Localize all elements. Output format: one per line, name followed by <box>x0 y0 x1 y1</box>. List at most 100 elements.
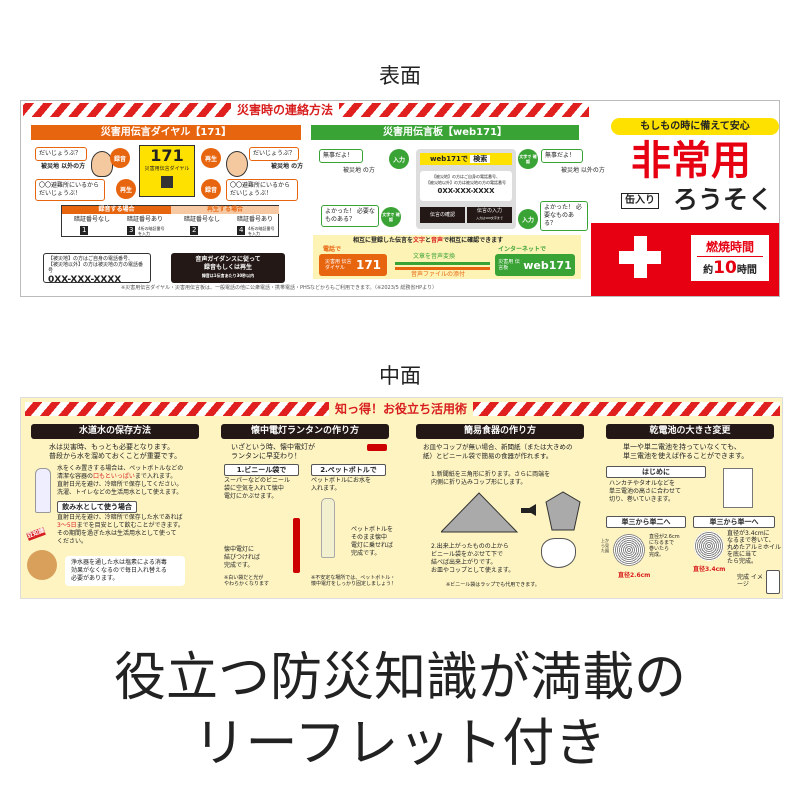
arrow-left <box>395 262 490 265</box>
step2-note: ※不安定な場所では、ペットボトル・懐中電灯をしっかり固定しましょう！ <box>311 575 396 587</box>
flashlight-icon <box>293 518 300 573</box>
inner-title: 知っ得！お役立ち活用術 <box>329 402 474 416</box>
step1-note: ※白い袋だと光がやわらかくなります <box>224 575 269 587</box>
dish-intro: お皿やコップが無い場合、新聞紙（または大きめの紙）とビニール袋で簡易の食器が作れ… <box>423 443 573 461</box>
battery-icon <box>766 570 780 594</box>
inner-panel: 知っ得！お役立ち活用術 水道水の保存方法 水は災害時、もっとも必要となります。普… <box>20 397 783 599</box>
text: やわらかくなります <box>224 581 270 587</box>
bubble: だいじょうぶ？ <box>249 147 299 161</box>
text: 単三電池の高さに合わせて <box>609 488 682 495</box>
text: 録音もしくは再生 <box>203 264 252 271</box>
dish-step1: 1.新聞紙を三角形に折ります。さらに両端を内側に折り込みコップ形にします。 <box>431 471 550 487</box>
dial-header: 災害用伝言ダイヤル【171】 <box>31 125 301 140</box>
pin-note: 4桁の暗証番号 を入力 <box>248 226 275 236</box>
text: 2.出来上がったものの上から <box>431 543 509 550</box>
text: 音声 <box>431 237 444 244</box>
dial-number: 171 <box>150 146 184 165</box>
text: 【被災地】の方はご自身の電話番号、 <box>48 256 134 262</box>
burn-label: 燃焼時間 <box>697 238 763 257</box>
record-badge: 録音 <box>110 148 130 168</box>
diameter-d: 直径3.4cm <box>693 566 726 573</box>
candle-label: ろうそく <box>673 185 774 214</box>
text: 袋に空気を入れて懐中 <box>224 485 284 492</box>
search-text: web171で <box>430 155 468 163</box>
pin-none: 暗証番号なし <box>184 216 221 223</box>
coil-d-icon <box>694 531 724 561</box>
text: 文字 <box>413 237 426 244</box>
step2-done: ペットボトルをそのまま懐中電灯に乗せれば完成です。 <box>351 526 393 558</box>
phone-number: 0XX-XXX-XXXX <box>48 275 122 285</box>
person-label: 被災地 以外の方 <box>561 167 605 174</box>
front-label: 表面 <box>379 64 421 88</box>
person-label: 被災地 以外の方 <box>41 163 86 170</box>
guidance-box: 音声ガイダンスに従って 録音もしくは再生 録音は1伝言あたり30秒以内 <box>171 253 285 283</box>
text: 必要があります。 <box>71 575 119 582</box>
front-panel: 災害時の連絡方法 災害用伝言ダイヤル【171】 だいじょうぶ？ 被災地 以外の方… <box>20 100 780 297</box>
text: 完成。 <box>649 552 665 558</box>
arrow-label: 文章を音声変換 <box>413 253 456 260</box>
text: いざという時、懐中電灯が <box>231 443 315 451</box>
pin-yes: 暗証番号あり <box>127 216 164 223</box>
text: 入力は100文字まで <box>476 216 503 220</box>
water-intro: 水は災害時、もっとも必要となります。普段から水を溜めておくことが重要です。 <box>49 443 181 461</box>
case-4: 4 <box>237 226 246 235</box>
lantern-intro: いざという時、懐中電灯がランタンに早変わり！ <box>231 443 315 461</box>
text: お皿やコップが無い場合、新聞紙（または大きめの <box>423 443 573 451</box>
text: 洗濯、トイレなどの生活用水として使えます。 <box>57 489 183 496</box>
text-confirm-badge: 文字で 確認 <box>381 207 401 227</box>
product-name: 非常用 <box>631 138 751 184</box>
first-subheader: はじめに <box>606 466 706 478</box>
can-label: 缶入り <box>621 193 659 209</box>
play-badge: 再生 <box>116 179 136 199</box>
bubble: 〇〇避難所にいるから だいじょうぶ！ <box>35 179 105 201</box>
text: 単一や単二電池を持っていなくても、 <box>623 443 741 451</box>
text: 水をくみ置きする場合は、ペットボトルなどの <box>57 465 184 472</box>
caption-line2: リーフレット付き <box>193 714 607 774</box>
caption: 役立つ防災知識が満載の リーフレット付き <box>0 645 800 777</box>
front-title: 災害時の連絡方法 <box>231 103 340 117</box>
text: 直射日光を避け、冷暗所で保存した水であれば <box>57 514 183 521</box>
text: 懐中電灯をしっかり固定しましょう！ <box>311 581 397 587</box>
text: web171 <box>523 258 572 272</box>
case-3: 3 <box>127 226 136 235</box>
person-label: 被災地 の方 <box>343 167 375 174</box>
bubble: 〇〇避難所にいるから だいじょうぶ！ <box>226 179 298 201</box>
text: 【被災地以外】の方は被災地の方の電話番号 <box>426 180 506 185</box>
dial-table: 録音する場合 再生する場合 暗証番号なし 暗証番号あり 暗証番号なし 暗証番号あ… <box>61 205 279 237</box>
drinking-subheader: 飲み水として使う場合 <box>57 501 137 513</box>
first-text: ハンカチやタオルなどを単三電池の高さに合わせて切り、巻いていきます。 <box>609 480 681 504</box>
text: 【被災地】の方はご自身の電話番号、 <box>432 174 500 179</box>
text: 普段から水を溜めておくことが重要です。 <box>49 452 182 460</box>
person-label: 被災地 の方 <box>271 163 304 170</box>
step1-done: 懐中電灯に結びつければ完成です。 <box>224 546 260 570</box>
text: 紙）とビニール袋で簡易の食器が作れます。 <box>423 452 553 460</box>
bottle-icon <box>35 468 51 513</box>
text: 3〜5日 <box>57 522 77 529</box>
fold-diagram <box>441 491 581 533</box>
pet-bottle-icon <box>321 498 335 558</box>
to-d-size-subheader: 単三から単一へ <box>693 516 775 528</box>
step2-text: ペットボトルにお水を入れます。 <box>311 477 371 493</box>
text: 切り、巻いていきます。 <box>609 496 674 503</box>
bubble: よかった！ 必要なものある？ <box>540 201 588 231</box>
inner-label: 中面 <box>379 364 421 388</box>
web-screen: web171で 検索 【被災地】の方はご自身の電話番号、 【被災地以外】の方は被… <box>416 149 516 229</box>
text: 録音は1伝言あたり30秒以内 <box>201 273 255 278</box>
text: ペットボトルにお水を <box>311 477 372 484</box>
cup-icon <box>541 538 576 568</box>
bubble: 無事だよ！ <box>541 149 583 163</box>
input-message-button: 伝言の入力入力は100文字まで <box>467 207 512 223</box>
text: 伝言の入力 <box>476 208 502 214</box>
battery-header: 乾電池の大きさ変更 <box>606 424 774 439</box>
text: 水は災害時、もっとも必要となります。 <box>49 443 175 451</box>
text: までを目安として飲むことができます。 <box>76 522 184 529</box>
text: ※白い袋だと光が <box>224 575 264 581</box>
bubble: 無事だよ！ <box>319 149 363 163</box>
footnote: ※災害用伝言ダイヤル・災害用伝言板は、一般電話の他に公衆電話・携帯電話・PHSな… <box>121 285 438 291</box>
dial-171-box: 171 災害用伝言ダイヤル <box>139 145 195 197</box>
text: 電灯にかぶせます。 <box>224 493 278 500</box>
